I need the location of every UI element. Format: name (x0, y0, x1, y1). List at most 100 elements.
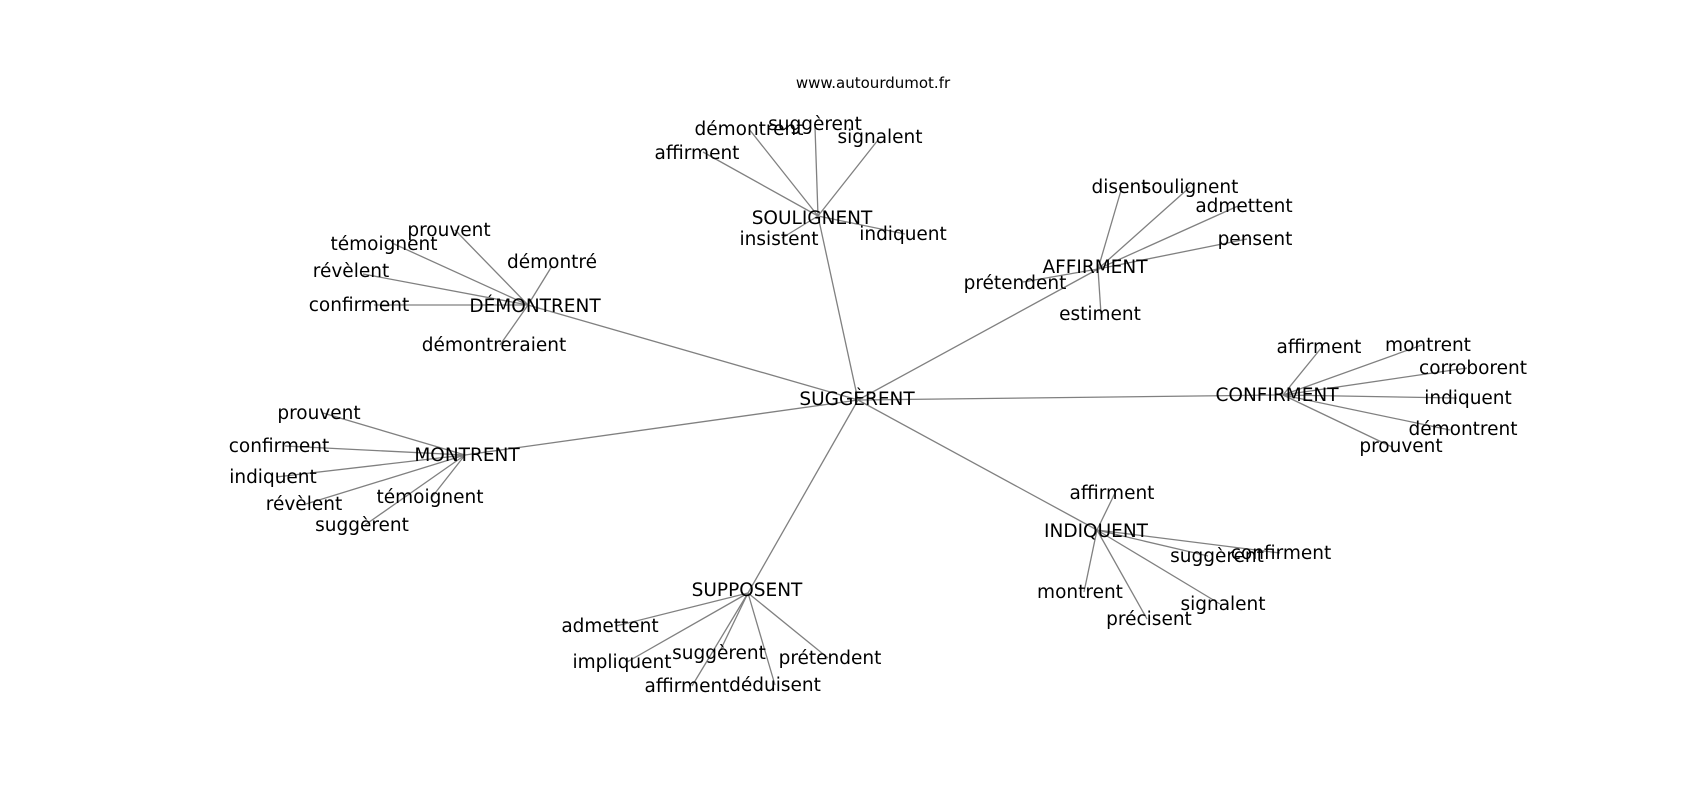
hub-word-demontrent[interactable]: DÉMONTRENT (469, 295, 601, 317)
source-url[interactable]: www.autourdumot.fr (796, 74, 951, 92)
leaf-word[interactable]: indiquent (1424, 388, 1512, 409)
hub-word-affirment[interactable]: AFFIRMENT (1042, 257, 1148, 278)
hub-leaf-edge (748, 128, 819, 217)
leaf-word[interactable]: indiquent (859, 224, 947, 245)
leaf-word[interactable]: signalent (837, 127, 922, 148)
leaf-word[interactable]: admettent (561, 616, 658, 637)
hub-word-indiquent[interactable]: INDIQUENT (1044, 521, 1149, 542)
hub-leaf-edge (718, 592, 749, 654)
leaf-word[interactable]: confirment (309, 295, 410, 316)
leaf-word[interactable]: admettent (1195, 196, 1292, 217)
hub-leaf-edge (499, 304, 529, 346)
leaf-word[interactable]: soulignent (1142, 177, 1239, 198)
leaf-word[interactable]: prétendent (964, 273, 1067, 294)
hub-leaf-edge (781, 215, 819, 239)
hub-leaf-edge (1096, 529, 1221, 605)
hub-leaf-edge (1096, 492, 1116, 531)
leaf-word[interactable]: affirment (655, 143, 740, 164)
hub-leaf-edge (1022, 268, 1099, 283)
leaf-word[interactable]: suggèrent (672, 643, 766, 664)
leaf-word[interactable]: pensent (1218, 229, 1293, 250)
leaf-word[interactable]: prouvent (1359, 436, 1442, 457)
hub-leaf-edge (1097, 268, 1102, 315)
leaf-word[interactable]: prouvent (277, 403, 360, 424)
hub-word-supposent[interactable]: SUPPOSENT (692, 580, 803, 601)
hub-leaf-edge (691, 592, 749, 687)
root-hub-edge (857, 394, 1284, 401)
hub-leaf-edge (817, 139, 879, 217)
hub-leaf-edge (814, 126, 819, 217)
hub-leaf-edge (626, 592, 749, 663)
leaf-word[interactable]: démontreraient (422, 335, 566, 356)
leaf-word[interactable]: déduisent (729, 675, 821, 696)
leaf-word[interactable]: disent (1092, 177, 1149, 198)
hub-leaf-edge (431, 454, 466, 498)
leaf-word[interactable]: indiquent (229, 467, 317, 488)
graph-edges (275, 126, 1468, 687)
leaf-word[interactable]: corroborent (1419, 358, 1527, 379)
hub-leaf-edge (1097, 186, 1191, 270)
hub-leaf-edge (527, 265, 553, 306)
root-hub-edge (464, 399, 859, 456)
hub-leaf-edge (817, 215, 906, 235)
hub-leaf-edge (1282, 344, 1423, 396)
leaf-word[interactable]: insistent (740, 229, 819, 250)
leaf-word[interactable]: affirment (1277, 337, 1362, 358)
root-hub-edge (527, 304, 859, 401)
leaf-word[interactable]: confirment (1231, 543, 1332, 564)
hub-leaf-edge (1282, 394, 1458, 399)
root-hub-edge (747, 399, 859, 594)
hub-leaf-edge (1096, 529, 1281, 554)
leaf-word[interactable]: prouvent (407, 220, 490, 241)
hub-leaf-edge (615, 592, 749, 627)
hub-leaf-edge (362, 273, 529, 306)
hub-leaf-edge (305, 454, 466, 505)
hub-leaf-edge (1097, 205, 1239, 270)
hub-leaf-edge (1096, 529, 1209, 557)
leaf-word[interactable]: précisent (1106, 609, 1192, 630)
hub-word-montrent[interactable]: MONTRENT (414, 445, 520, 466)
hub-leaf-edge (364, 454, 466, 526)
leaf-word[interactable]: témoignent (377, 487, 484, 508)
leaf-word[interactable]: révèlent (266, 494, 342, 515)
hub-leaf-edge (322, 412, 466, 456)
hub-leaf-edge (1096, 529, 1148, 620)
hub-leaf-edge (454, 229, 529, 306)
leaf-word[interactable]: révèlent (313, 261, 389, 282)
leaf-word[interactable]: suggèrent (1170, 546, 1264, 567)
hub-leaf-edge (284, 445, 466, 456)
leaf-word[interactable]: démontré (507, 252, 597, 273)
leaf-word[interactable]: signalent (1180, 594, 1265, 615)
leaf-word[interactable]: affirment (645, 676, 730, 697)
root-hub-edge (857, 399, 1098, 531)
hub-leaf-edge (1282, 394, 1393, 448)
hub-leaf-edge (1097, 238, 1248, 270)
leaf-word[interactable]: impliquent (572, 652, 671, 673)
hub-word-confirment[interactable]: CONFIRMENT (1215, 385, 1339, 406)
hub-leaf-edge (1282, 367, 1468, 396)
leaf-word[interactable]: démontrent (694, 119, 803, 140)
leaf-word[interactable]: estiment (1059, 304, 1141, 325)
hub-leaf-edge (747, 592, 829, 659)
hub-leaf-edge (1097, 186, 1123, 270)
leaf-word[interactable]: affirment (1070, 483, 1155, 504)
leaf-word[interactable]: suggèrent (315, 515, 409, 536)
root-hub-edge (857, 268, 1099, 401)
hub-leaf-edge (1282, 346, 1323, 396)
hub-leaf-edge (275, 454, 466, 478)
hub-leaf-edge (1083, 529, 1098, 593)
leaf-word[interactable]: démontrent (1408, 419, 1517, 440)
leaf-word[interactable]: montrent (1037, 582, 1123, 603)
hub-leaf-edge (1282, 394, 1451, 431)
leaf-word[interactable]: témoignent (331, 234, 438, 255)
hub-leaf-edge (747, 592, 776, 686)
root-hub-edge (817, 215, 859, 401)
leaf-word[interactable]: montrent (1385, 335, 1471, 356)
root-word[interactable]: SUGGÈRENT (799, 388, 915, 410)
hub-word-souligenent[interactable]: SOULIGNENT (752, 208, 873, 229)
leaf-word[interactable]: confirment (229, 436, 330, 457)
hub-leaf-edge (702, 151, 819, 217)
leaf-word[interactable]: prétendent (779, 648, 882, 669)
leaf-word[interactable]: suggèrent (768, 114, 862, 135)
